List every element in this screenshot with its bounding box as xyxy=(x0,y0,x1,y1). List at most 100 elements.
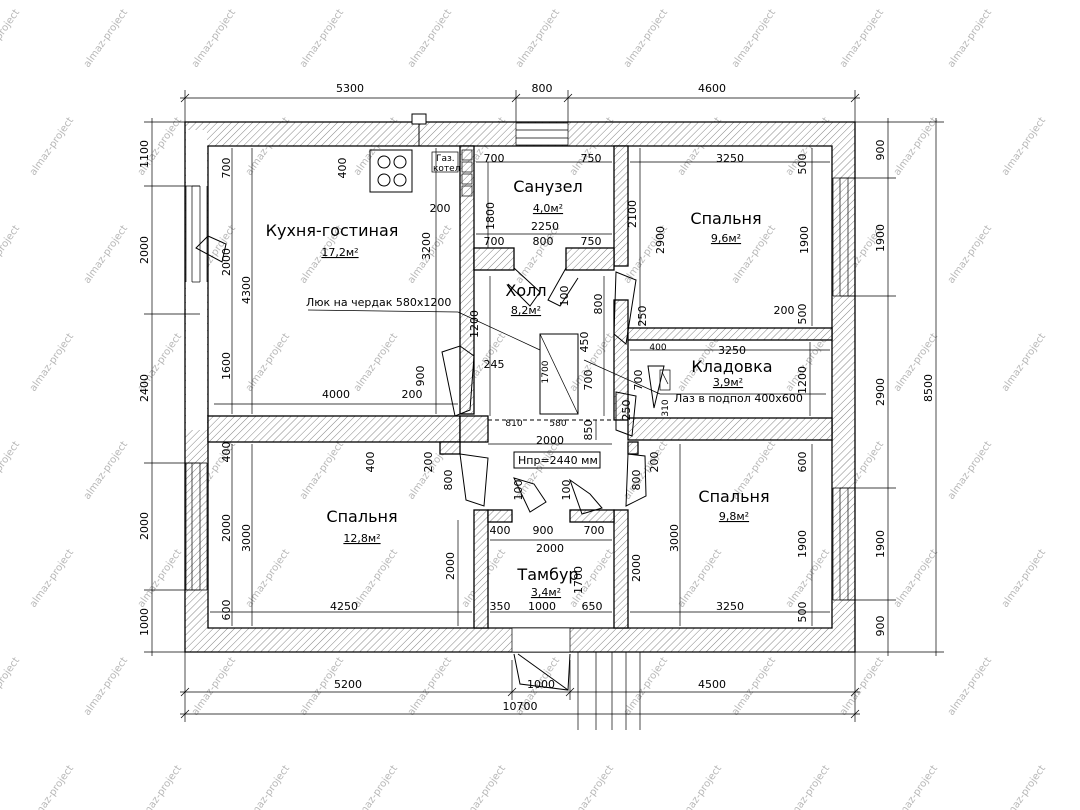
walls xyxy=(184,121,856,653)
dimension-label: 10700 xyxy=(503,700,538,713)
dimension-label: 900 xyxy=(874,140,887,161)
dimension-label: 450 xyxy=(578,332,591,353)
dimension-label: 2000 xyxy=(138,236,151,264)
dimension-label: 850 xyxy=(582,420,595,441)
watermark-text: almaz-project xyxy=(1000,547,1048,609)
watermark-text: almaz-project xyxy=(244,547,292,609)
watermark-text: almaz-project xyxy=(0,223,22,285)
room-area-vestibule: 3,4м² xyxy=(531,586,561,599)
dimension-label: 580 xyxy=(549,419,566,429)
dimension-label: 3250 xyxy=(716,600,744,613)
wall-storage-south xyxy=(627,417,833,441)
dimension-label: 800 xyxy=(533,235,554,248)
wall-vest-bed-west xyxy=(439,441,461,455)
watermark-text: almaz-project xyxy=(568,763,616,810)
watermark-text: almaz-project xyxy=(946,439,994,501)
wall-kitchen-south xyxy=(207,415,461,443)
room-name-kitchen: Кухня-гостиная xyxy=(266,221,399,240)
dimension-label: 1000 xyxy=(528,600,556,613)
dimension-label: 1900 xyxy=(874,530,887,558)
room-area-storage: 3,9м² xyxy=(713,376,743,389)
watermark-text: almaz-project xyxy=(514,7,562,69)
watermark-text: almaz-project xyxy=(298,439,346,501)
room-name-storage: Кладовка xyxy=(691,357,772,376)
watermark-text: almaz-project xyxy=(1000,331,1048,393)
dimension-label: 900 xyxy=(874,616,887,637)
wall-kitchen-bath xyxy=(459,145,475,415)
room-area-kitchen: 17,2м² xyxy=(321,246,358,259)
dimension-label: 3200 xyxy=(420,232,433,260)
dimension-label: 350 xyxy=(490,600,511,613)
watermark-text: almaz-project xyxy=(406,7,454,69)
dimension-label: 2000 xyxy=(220,248,233,276)
dimension-label: 800 xyxy=(442,470,455,491)
room-name-bedroom-sw: Спальня xyxy=(326,507,397,526)
dimension-label: 400 xyxy=(649,343,666,353)
watermark-text: almaz-project xyxy=(946,223,994,285)
watermark-text: almaz-project xyxy=(406,655,454,717)
dimension-label: 1700 xyxy=(572,566,585,594)
room-area-bedroom-ne: 9,6м² xyxy=(711,232,741,245)
watermark-text: almaz-project xyxy=(190,655,238,717)
watermark-text: almaz-project xyxy=(784,763,832,810)
watermark-text: almaz-project xyxy=(946,7,994,69)
dimension-label: 2250 xyxy=(531,220,559,233)
watermark-text: almaz-project xyxy=(676,763,724,810)
dimension-label: 1900 xyxy=(796,530,809,558)
doors xyxy=(441,267,671,515)
dimension-label: 3000 xyxy=(240,524,253,552)
watermark-text: almaz-project xyxy=(244,331,292,393)
dimension-label: 1900 xyxy=(798,226,811,254)
room-name-bedroom-ne: Спальня xyxy=(690,209,761,228)
dimension-label: 3250 xyxy=(716,152,744,165)
watermark-text: almaz-project xyxy=(136,763,184,810)
wall-vest-bed-east xyxy=(627,441,639,455)
dimension-label: 100 xyxy=(560,480,573,501)
dimension-label: 4300 xyxy=(240,276,253,304)
wall-kitchen-south-2 xyxy=(459,415,489,443)
dimension-label: 3000 xyxy=(668,524,681,552)
dimension-label: 2000 xyxy=(444,552,457,580)
dimension-label: 4500 xyxy=(698,678,726,691)
watermark-text: almaz-project xyxy=(946,655,994,717)
radiator-icon xyxy=(461,149,473,197)
dimension-label: 2900 xyxy=(654,226,667,254)
dimension-label: 2000 xyxy=(536,434,564,447)
dimension-label: 800 xyxy=(592,294,605,315)
fixtures xyxy=(369,149,473,197)
watermark-text: almaz-project xyxy=(352,547,400,609)
dimension-label: 100 xyxy=(512,480,525,501)
wall-vestibule-east xyxy=(613,509,629,629)
wall-bath-bedroom xyxy=(613,145,629,267)
watermark-text: almaz-project xyxy=(892,115,940,177)
watermark-text: almaz-project xyxy=(1000,763,1048,810)
dimension-label: 700 xyxy=(582,370,595,391)
watermark-text: almaz-project xyxy=(622,655,670,717)
dimension-label: 600 xyxy=(796,452,809,473)
note-ceiling-height: Нпр=2440 мм xyxy=(518,454,598,467)
dimension-label: 200 xyxy=(402,388,423,401)
watermark-text: almaz-project xyxy=(730,7,778,69)
dimension-label: 2000 xyxy=(138,512,151,540)
openings xyxy=(185,113,856,730)
dimension-label: 1600 xyxy=(220,352,233,380)
watermark-text: almaz-project xyxy=(0,7,22,69)
dimension-label: 400 xyxy=(490,524,511,537)
dimension-label: 2400 xyxy=(138,374,151,402)
dimension-label: 3250 xyxy=(718,344,746,357)
watermark-text: almaz-project xyxy=(0,439,22,501)
note-boiler-1: Газ. xyxy=(436,154,455,164)
room-labels: Кухня-гостиная 17,2м² Санузел 4,0м² Холл… xyxy=(266,177,773,599)
room-name-bathroom: Санузел xyxy=(513,177,582,196)
dimension-label: 800 xyxy=(630,470,643,491)
watermark-text: almaz-project xyxy=(28,547,76,609)
watermark-text: almaz-project xyxy=(352,331,400,393)
wall-bedroom-storage xyxy=(627,327,833,341)
room-area-bedroom-sw: 12,8м² xyxy=(343,532,380,545)
dimension-label: 750 xyxy=(581,235,602,248)
note-attic-hatch: Люк на чердак 580х1200 xyxy=(306,296,451,309)
wall-hall-east xyxy=(613,299,629,421)
note-boiler-2: котел xyxy=(433,164,460,174)
dimension-label: 500 xyxy=(796,154,809,175)
